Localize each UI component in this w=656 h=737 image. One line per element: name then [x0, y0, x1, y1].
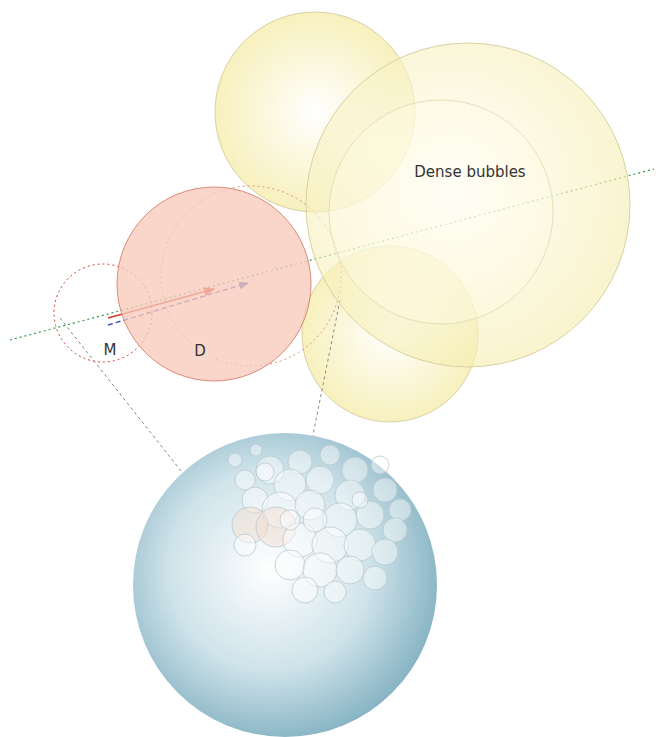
- small-bubble: [324, 581, 346, 603]
- circle-outline: [117, 187, 311, 381]
- small-bubble: [383, 518, 407, 542]
- node-label: M: [104, 341, 117, 359]
- small-bubble: [342, 457, 368, 483]
- sphere: [133, 433, 437, 737]
- small-bubble: [389, 499, 411, 521]
- small-bubble: [363, 566, 387, 590]
- small-bubble: [320, 445, 340, 465]
- small-bubble: [228, 453, 242, 467]
- small-bubble: [292, 577, 318, 603]
- node-outline: [305, 42, 631, 368]
- small-bubble: [303, 508, 327, 532]
- bubble-d: D: [116, 186, 312, 382]
- small-bubble: [371, 456, 389, 474]
- node-label: D: [192, 342, 208, 360]
- node-label: Dense bubbles: [414, 163, 525, 181]
- node-outline: [116, 186, 312, 382]
- small-bubble: [372, 539, 398, 565]
- small-bubble: [352, 492, 368, 508]
- small-bubble: [250, 444, 262, 456]
- small-bubble: [336, 556, 364, 584]
- inner-ring: [329, 100, 553, 324]
- small-bubble: [275, 550, 305, 580]
- bubble-cluster: [228, 444, 411, 603]
- small-bubble: [234, 534, 256, 556]
- dense-bubble: Dense bubbles: [305, 42, 631, 368]
- small-bubble: [373, 478, 397, 502]
- small-bubble: [256, 463, 274, 481]
- small-bubble: [280, 510, 300, 530]
- circle-outline: [306, 43, 630, 367]
